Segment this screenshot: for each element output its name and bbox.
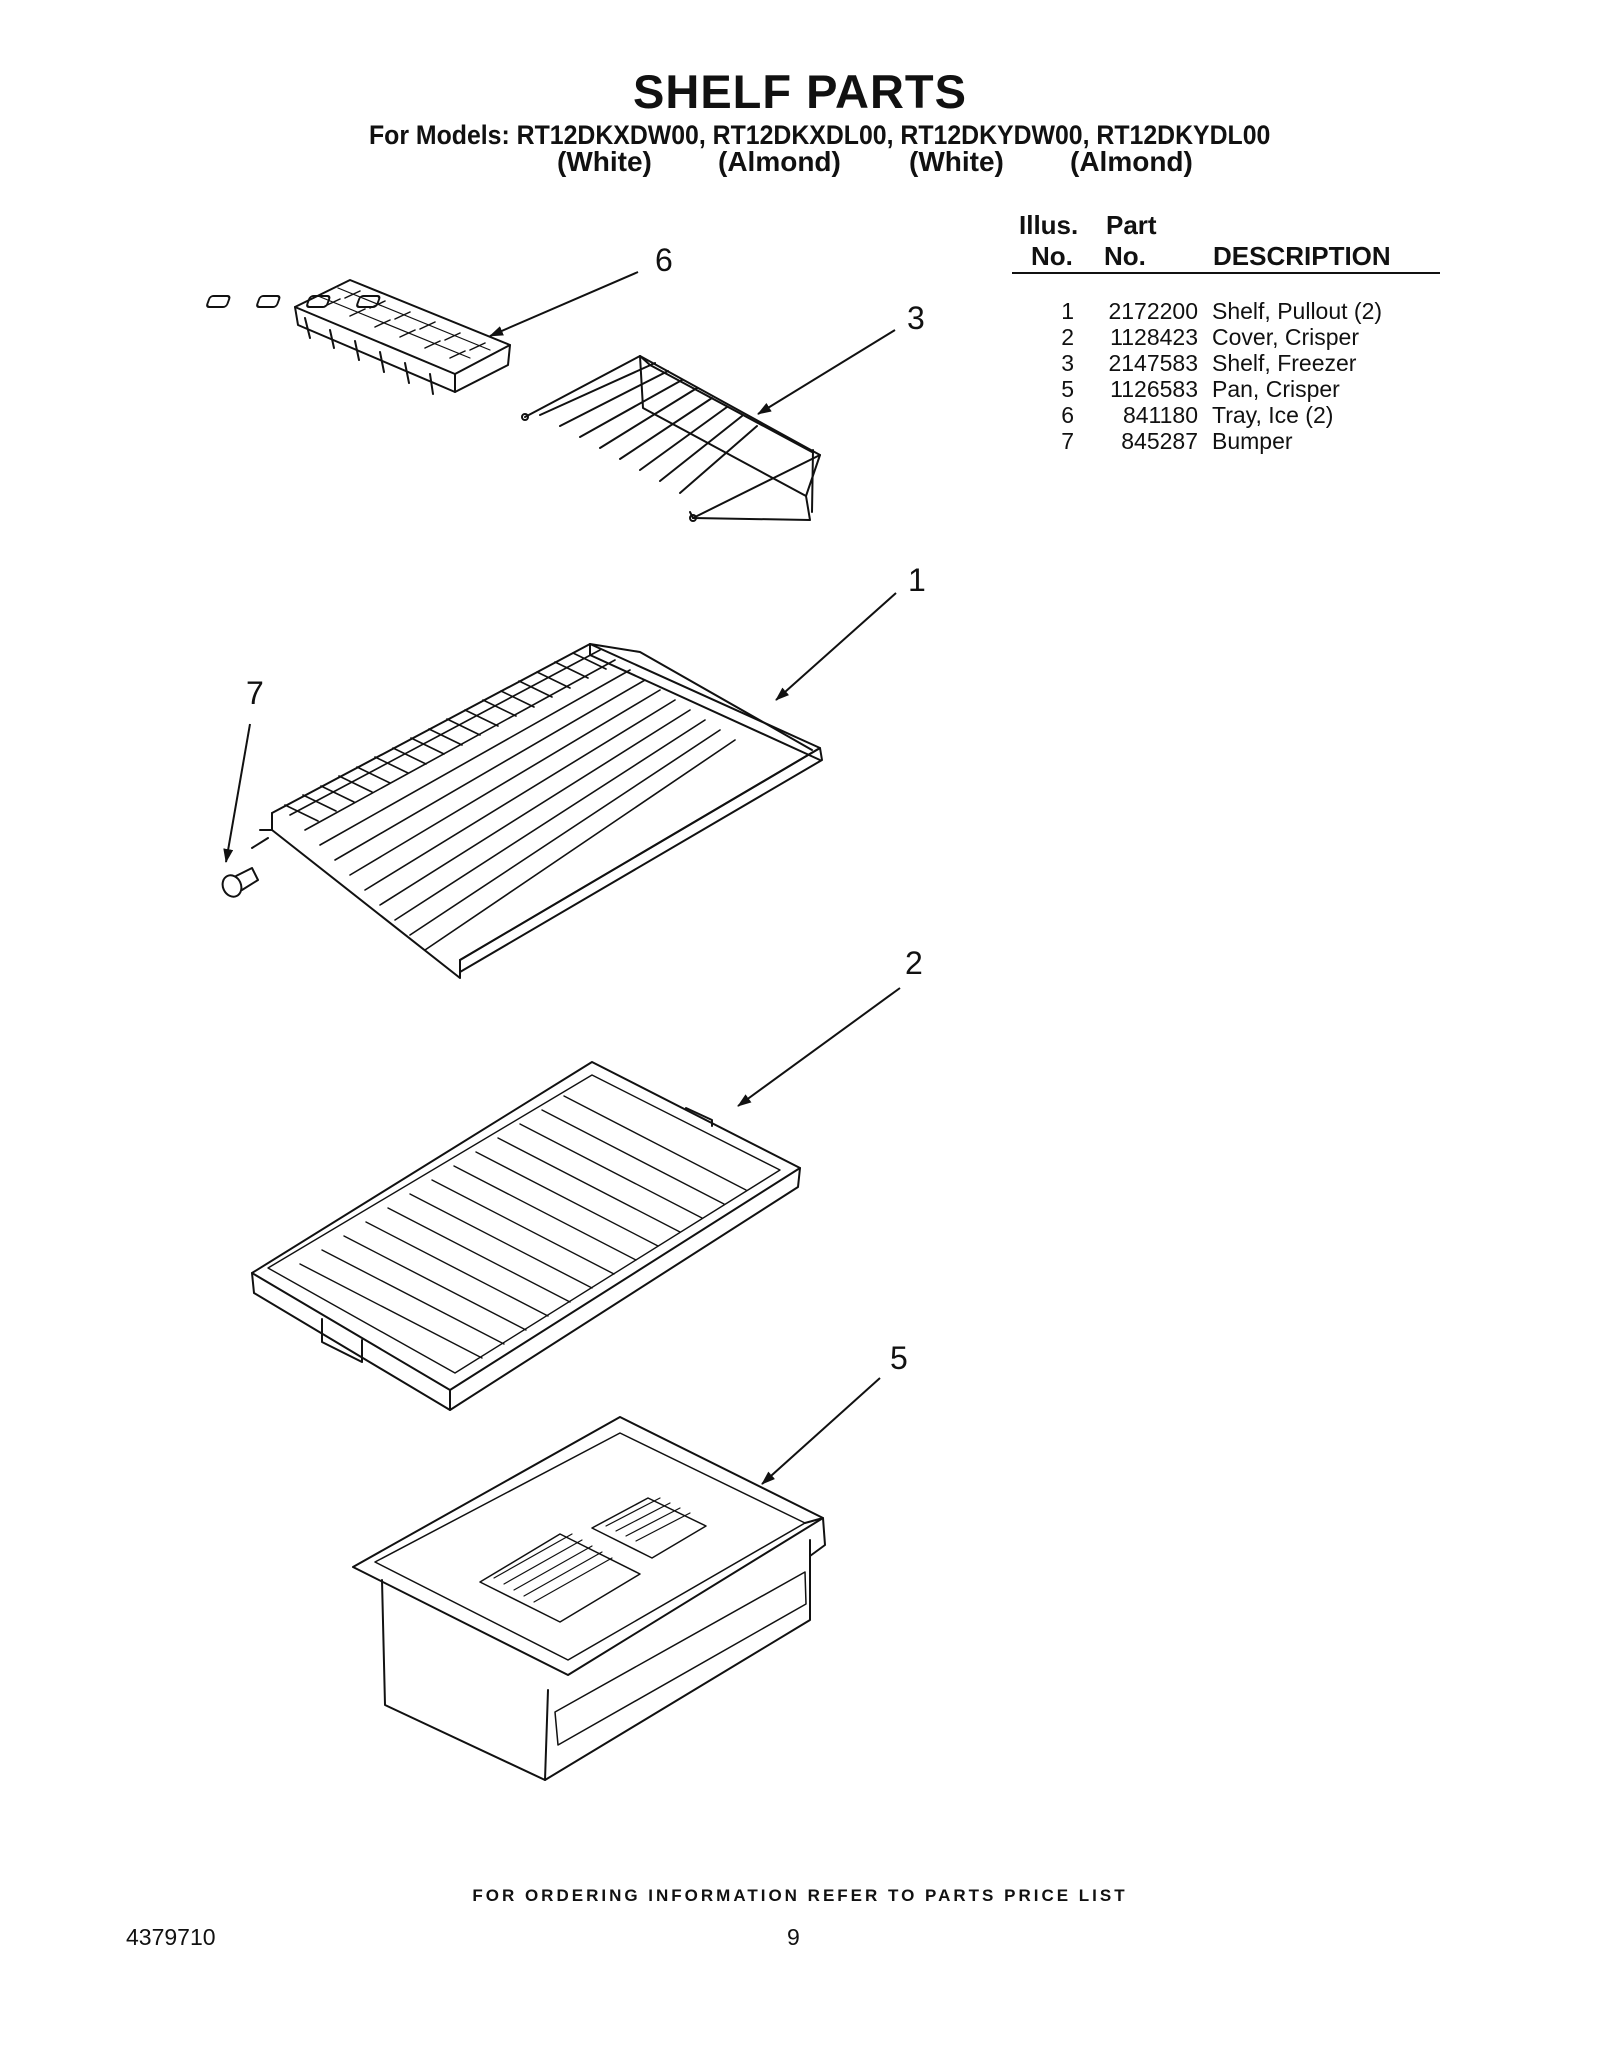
description-cell: Shelf, Pullout (2)	[1212, 298, 1383, 324]
table-row: 1 2172200 Shelf, Pullout (2)	[1012, 298, 1442, 324]
description-cell: Bumper	[1212, 428, 1293, 454]
callout-label-1: 1	[908, 562, 926, 598]
ice-tray-drawing	[206, 279, 511, 395]
table-header-rule	[1012, 272, 1440, 274]
part-no-cell: 2147583	[1108, 350, 1198, 376]
crisper-pan-drawing	[352, 1416, 826, 1781]
callout-arrow-6	[489, 271, 639, 337]
table-row: 3 2147583 Shelf, Freezer	[1012, 350, 1442, 376]
pullout-shelf-drawing	[251, 643, 823, 979]
callout-arrow-7	[223, 723, 251, 863]
callout-arrow-2	[737, 987, 901, 1107]
table-row: 6 841180 Tray, Ice (2)	[1012, 402, 1442, 428]
illus-no-cell: 6	[1061, 402, 1074, 428]
description-cell: Pan, Crisper	[1212, 376, 1340, 402]
crisper-cover-drawing	[251, 1061, 801, 1411]
header-part-line2: No.	[1104, 241, 1146, 271]
part-no-cell: 1128423	[1110, 324, 1198, 350]
illus-no-cell: 7	[1061, 428, 1074, 454]
model-color-3: (White)	[909, 146, 1004, 177]
part-no-cell: 1126583	[1110, 376, 1198, 402]
table-row: 2 1128423 Cover, Crisper	[1012, 324, 1442, 350]
table-row: 7 845287 Bumper	[1012, 428, 1442, 454]
description-cell: Cover, Crisper	[1212, 324, 1359, 350]
bumper-drawing	[221, 867, 259, 898]
model-color-4: (Almond)	[1070, 146, 1193, 177]
callout-label-5: 5	[890, 1340, 908, 1376]
header-illus-line1: Illus.	[1019, 210, 1079, 240]
part-no-cell: 841180	[1122, 402, 1198, 428]
callout-arrow-1	[775, 592, 897, 701]
document-number: 4379710	[126, 1924, 216, 1950]
part-no-cell: 2172200	[1108, 298, 1198, 324]
description-cell: Shelf, Freezer	[1212, 350, 1357, 376]
callout-label-3: 3	[907, 300, 925, 336]
callout-arrow-5	[761, 1377, 881, 1485]
callout-label-7: 7	[246, 675, 264, 711]
models-line: For Models: RT12DKXDW00, RT12DKXDL00, RT…	[369, 120, 1271, 150]
model-color-1: (White)	[557, 146, 652, 177]
header-illus-line2: No.	[1031, 241, 1073, 271]
page-number: 9	[787, 1924, 800, 1950]
header-description: DESCRIPTION	[1213, 241, 1391, 271]
model-color-2: (Almond)	[718, 146, 841, 177]
illus-no-cell: 1	[1061, 298, 1074, 324]
illus-no-cell: 2	[1061, 324, 1074, 350]
description-cell: Tray, Ice (2)	[1212, 402, 1334, 428]
callout-label-6: 6	[655, 242, 673, 278]
illus-no-cell: 5	[1061, 376, 1074, 402]
callout-label-2: 2	[905, 945, 923, 981]
page-title: SHELF PARTS	[633, 65, 967, 118]
callout-arrow-3	[757, 329, 896, 415]
part-no-cell: 845287	[1121, 428, 1198, 454]
header-part-line1: Part	[1106, 210, 1157, 240]
illus-no-cell: 3	[1061, 350, 1074, 376]
freezer-shelf-drawing	[521, 355, 821, 522]
ordering-info-note: FOR ORDERING INFORMATION REFER TO PARTS …	[472, 1886, 1128, 1905]
table-row: 5 1126583 Pan, Crisper	[1012, 376, 1442, 402]
